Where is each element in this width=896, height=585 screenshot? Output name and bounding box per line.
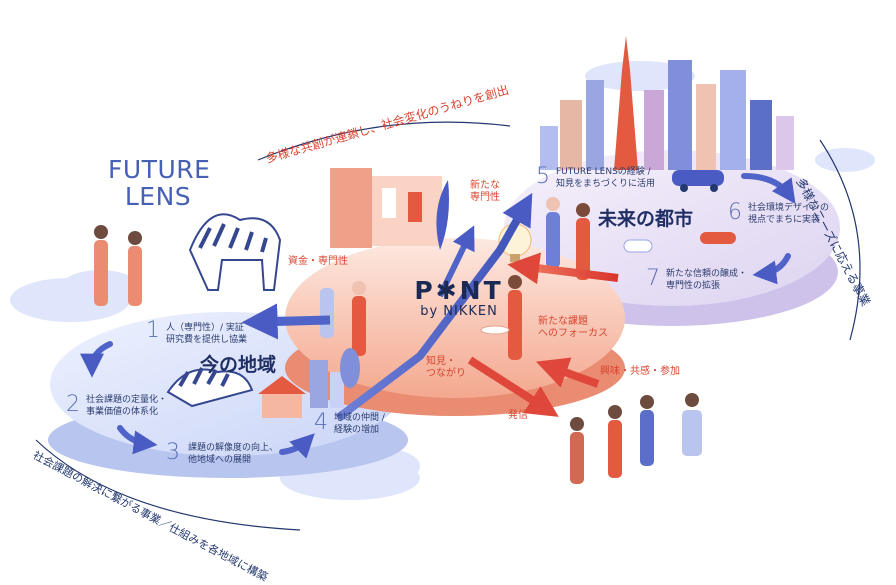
flow-new-issue: 新たな課題 へのフォーカス <box>538 316 608 340</box>
step-number-4: 4 <box>314 410 328 435</box>
arrow-participation <box>535 357 600 388</box>
step-number-3: 3 <box>166 440 180 465</box>
step-number-6: 6 <box>728 200 742 225</box>
flow-funding: 資金・専門性 <box>288 256 348 267</box>
flow-knowledge-line2: つながり <box>426 368 466 379</box>
step-2-line1: 社会課題の定量化・ <box>86 395 168 405</box>
flow-new-expertise: 新たな 専門性 <box>470 180 500 204</box>
city-skyline-illustration <box>540 36 794 170</box>
arrow-outreach <box>467 356 559 417</box>
step-number-7: 7 <box>646 266 660 291</box>
tower-illustration <box>614 36 638 170</box>
step-3-text: 課題の解像度の向上、 他地域への展開 <box>188 442 278 466</box>
people-point-illustration <box>320 275 522 360</box>
flow-knowledge-line1: 知見・ <box>426 356 456 367</box>
step-4-text: 地域の仲間 / 経験の増加 <box>334 412 385 436</box>
step-1-line1: 人（専門性）/ 実証 <box>166 323 244 333</box>
step-6-line2: 視点でまちに実装 <box>748 215 821 225</box>
flow-new-issue-line1: 新たな課題 <box>538 316 588 327</box>
step-1-line2: 研究費を提供し協業 <box>166 335 248 345</box>
people-future-illustration <box>546 197 590 280</box>
future-lens-line2: LENS <box>124 182 192 211</box>
step-2-line2: 事業価値の体系化 <box>86 407 159 417</box>
ecosystem-diagram <box>10 36 875 531</box>
house-illustration <box>258 348 360 418</box>
region-title-now: 今の地域 <box>200 354 277 376</box>
arrow-expertise <box>437 225 475 298</box>
arrow-step5-to-6 <box>741 173 796 204</box>
people-participants-illustration <box>570 393 702 484</box>
arrow-step6-to-7 <box>752 253 791 285</box>
car-illustration <box>623 170 736 253</box>
now-cycle-arrows <box>80 341 315 459</box>
flow-new-issue-line2: へのフォーカス <box>538 328 608 339</box>
step-7-line2: 専門性の拡張 <box>666 281 721 291</box>
arrow-future-to-point <box>507 252 619 285</box>
arrow-step1-to-2 <box>80 341 113 378</box>
step-3-line1: 課題の解像度の向上、 <box>188 443 279 453</box>
flow-new-expertise-line1: 新たな <box>470 180 500 191</box>
step-number-5: 5 <box>536 164 550 189</box>
step-6-text: 社会環境デザインの 視点でまちに実装 <box>748 202 829 226</box>
flow-new-expertise-line2: 専門性 <box>470 192 500 203</box>
step-2-text: 社会課題の定量化・ 事業価値の体系化 <box>86 394 167 418</box>
step-5-line2: 知見をまちづくりに活用 <box>556 179 656 189</box>
step-7-line1: 新たな信頼の醸成・ <box>666 269 748 279</box>
people-now-illustration <box>94 225 142 306</box>
arrow-now-to-future <box>335 192 533 422</box>
office-illustration <box>330 168 449 250</box>
region-title-future: 未来の都市 <box>598 208 694 230</box>
arrow-step2-to-3 <box>117 425 158 455</box>
step-6-line1: 社会環境デザインの <box>748 203 830 213</box>
step-3-line2: 他地域への展開 <box>188 455 252 465</box>
flow-interest: 興味・共感・参加 <box>600 366 680 377</box>
future-lens-logo: FUTURE LENS <box>108 155 211 211</box>
point-logo: P✱NT by NIKKEN <box>404 278 514 320</box>
step-1-text: 人（専門性）/ 実証 研究費を提供し協業 <box>166 322 247 346</box>
step-4-line1: 地域の仲間 / <box>334 413 385 423</box>
point-logo-line1: P✱NT <box>414 276 504 305</box>
step-number-2: 2 <box>66 392 80 417</box>
step-4-line2: 経験の増加 <box>334 425 380 435</box>
arrow-step3-to-4 <box>279 433 315 459</box>
future-cycle-arrows <box>741 173 796 285</box>
step-number-1: 1 <box>146 318 160 343</box>
step-5-text: FUTURE LENSの経験 / 知見をまちづくりに活用 <box>556 166 655 190</box>
swirl-right <box>819 139 861 341</box>
swirl-bottom <box>35 439 301 531</box>
flow-outreach: 発信 <box>508 410 528 421</box>
point-logo-line2: by NIKKEN <box>420 304 498 319</box>
future-lens-line1: FUTURE <box>108 155 211 184</box>
arrow-point-to-now <box>241 303 331 340</box>
step-5-line1: FUTURE LENSの経験 / <box>556 167 651 177</box>
zebra-illustration <box>166 213 282 408</box>
swirl-top <box>257 121 511 161</box>
flow-knowledge: 知見・ つながり <box>426 356 466 380</box>
step-7-text: 新たな信頼の醸成・ 専門性の拡張 <box>666 268 747 292</box>
